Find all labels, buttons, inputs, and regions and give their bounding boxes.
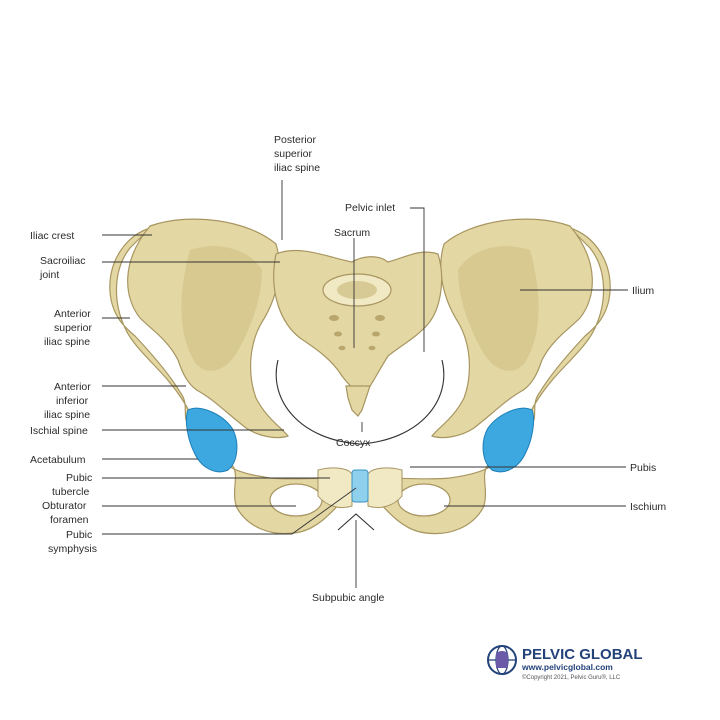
label-pubic-tubercle-2: tubercle: [52, 486, 90, 498]
right-acetabulum: [482, 407, 535, 473]
label-acetabulum: Acetabulum: [30, 454, 86, 466]
pubic-symphysis-disc: [351, 469, 369, 503]
label-anterior-inferior-iliac-spine-3: iliac spine: [44, 409, 90, 421]
logo-name: PELVIC GLOBAL: [522, 646, 643, 663]
label-obturator-foramen-1: Obturator: [42, 500, 87, 512]
label-anterior-superior-iliac-spine-1: Anterior: [54, 308, 91, 320]
label-anterior-inferior-iliac-spine-1: Anterior: [54, 381, 91, 393]
label-posterior-superior-iliac-spine-3: iliac spine: [274, 162, 320, 174]
label-pubic-symphysis-2: symphysis: [48, 543, 97, 555]
sacrum-bone: [273, 249, 443, 399]
label-iliac-crest: Iliac crest: [30, 230, 74, 242]
label-posterior-superior-iliac-spine-1: Posterior: [274, 134, 317, 146]
left-acetabulum: [185, 407, 238, 473]
label-ischium: Ischium: [630, 501, 666, 513]
right-obturator-foramen: [397, 483, 451, 517]
label-ischial-spine: Ischial spine: [30, 425, 88, 437]
pelvic-global-logo: PELVIC GLOBAL www.pelvicglobal.com ©Copy…: [487, 645, 643, 681]
label-anterior-superior-iliac-spine-2: superior: [54, 322, 92, 334]
label-obturator-foramen-2: foramen: [50, 514, 89, 526]
label-sacroiliac-joint-1: Sacroiliac: [40, 255, 86, 267]
left-ilium-fossa: [181, 246, 262, 371]
label-ilium: Ilium: [632, 285, 654, 297]
labels: Posterior superior iliac spine Pelvic in…: [30, 134, 666, 604]
label-pubic-tubercle-1: Pubic: [66, 472, 92, 484]
coccyx-bone: [345, 385, 371, 417]
label-pubis: Pubis: [630, 462, 656, 474]
right-ilium-fossa: [458, 246, 539, 371]
pubic-bodies: [317, 467, 403, 509]
subpubic-angle-marker: [337, 513, 375, 531]
label-subpubic-angle: Subpubic angle: [312, 592, 385, 604]
leader-lines: [102, 180, 628, 588]
label-anterior-inferior-iliac-spine-2: inferior: [56, 395, 89, 407]
left-obturator-foramen: [269, 483, 323, 517]
label-sacroiliac-joint-2: joint: [39, 269, 59, 281]
label-anterior-superior-iliac-spine-3: iliac spine: [44, 336, 90, 348]
label-posterior-superior-iliac-spine-2: superior: [274, 148, 312, 160]
label-pubic-symphysis-1: Pubic: [66, 529, 92, 541]
sacral-canal: [337, 281, 377, 299]
label-pelvic-inlet: Pelvic inlet: [345, 202, 395, 214]
logo-url: www.pelvicglobal.com: [521, 662, 613, 672]
pelvic-brim-arc: [275, 359, 445, 445]
sacral-foramina: [329, 315, 385, 351]
label-sacrum: Sacrum: [334, 227, 370, 239]
label-coccyx: Coccyx: [336, 437, 371, 449]
logo-copyright: ©Copyright 2021, Pelvic Guru®, LLC: [522, 674, 621, 681]
pelvis-illustration: [109, 218, 611, 535]
